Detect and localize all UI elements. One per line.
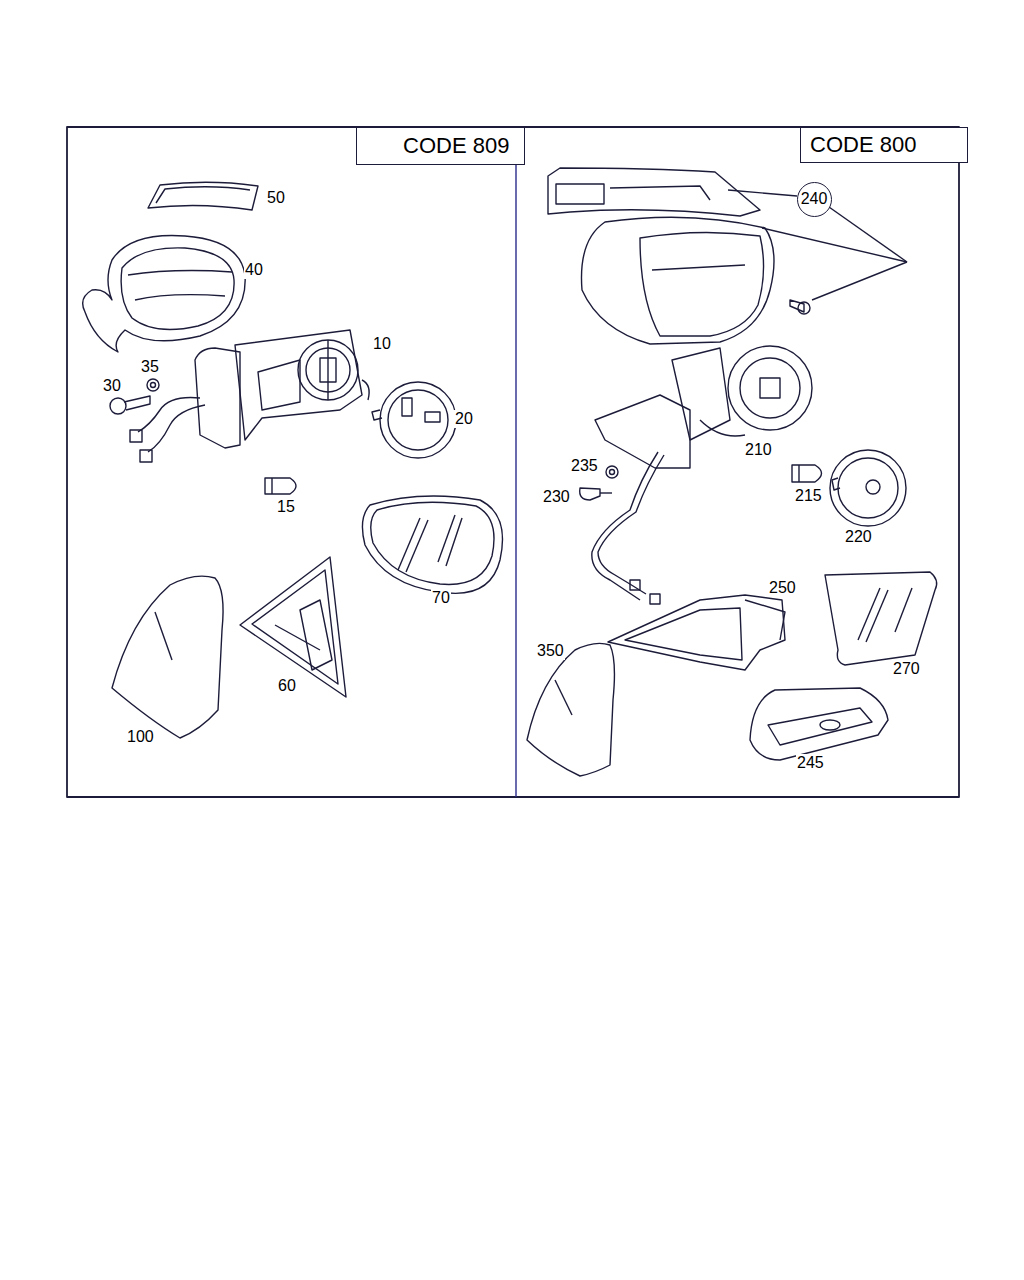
callout-number: 20: [454, 410, 474, 428]
callout-number: 270: [892, 660, 921, 678]
callout-number: 15: [276, 498, 296, 516]
callout-number: 215: [794, 487, 823, 505]
callout-number: 250: [768, 579, 797, 597]
callout-number: 230: [542, 488, 571, 506]
frame: [67, 127, 959, 797]
callout-number: 100: [126, 728, 155, 746]
option-code: CODE 809: [403, 133, 509, 159]
callout-number: 70: [431, 589, 451, 607]
callout-number: 40: [244, 261, 264, 279]
callout-number: 220: [844, 528, 873, 546]
callout-circle: 240: [797, 182, 832, 217]
callout-number: 235: [570, 457, 599, 475]
callout-number: 245: [796, 754, 825, 772]
option-code-box: CODE 809: [356, 127, 525, 165]
mirror-parts-800: [527, 168, 937, 776]
callout-number: 50: [266, 189, 286, 207]
callout-number: 35: [140, 358, 160, 376]
callout-number: 240: [801, 190, 828, 208]
divider: [515, 127, 516, 797]
callout-number: 60: [277, 677, 297, 695]
option-code-box: CODE 800: [800, 127, 968, 163]
callout-number: 10: [372, 335, 392, 353]
mirror-parts-809: [83, 182, 503, 738]
callout-number: 350: [536, 642, 565, 660]
option-code: CODE 800: [810, 132, 916, 158]
callout-number: 30: [102, 377, 122, 395]
callout-number: 210: [744, 441, 773, 459]
